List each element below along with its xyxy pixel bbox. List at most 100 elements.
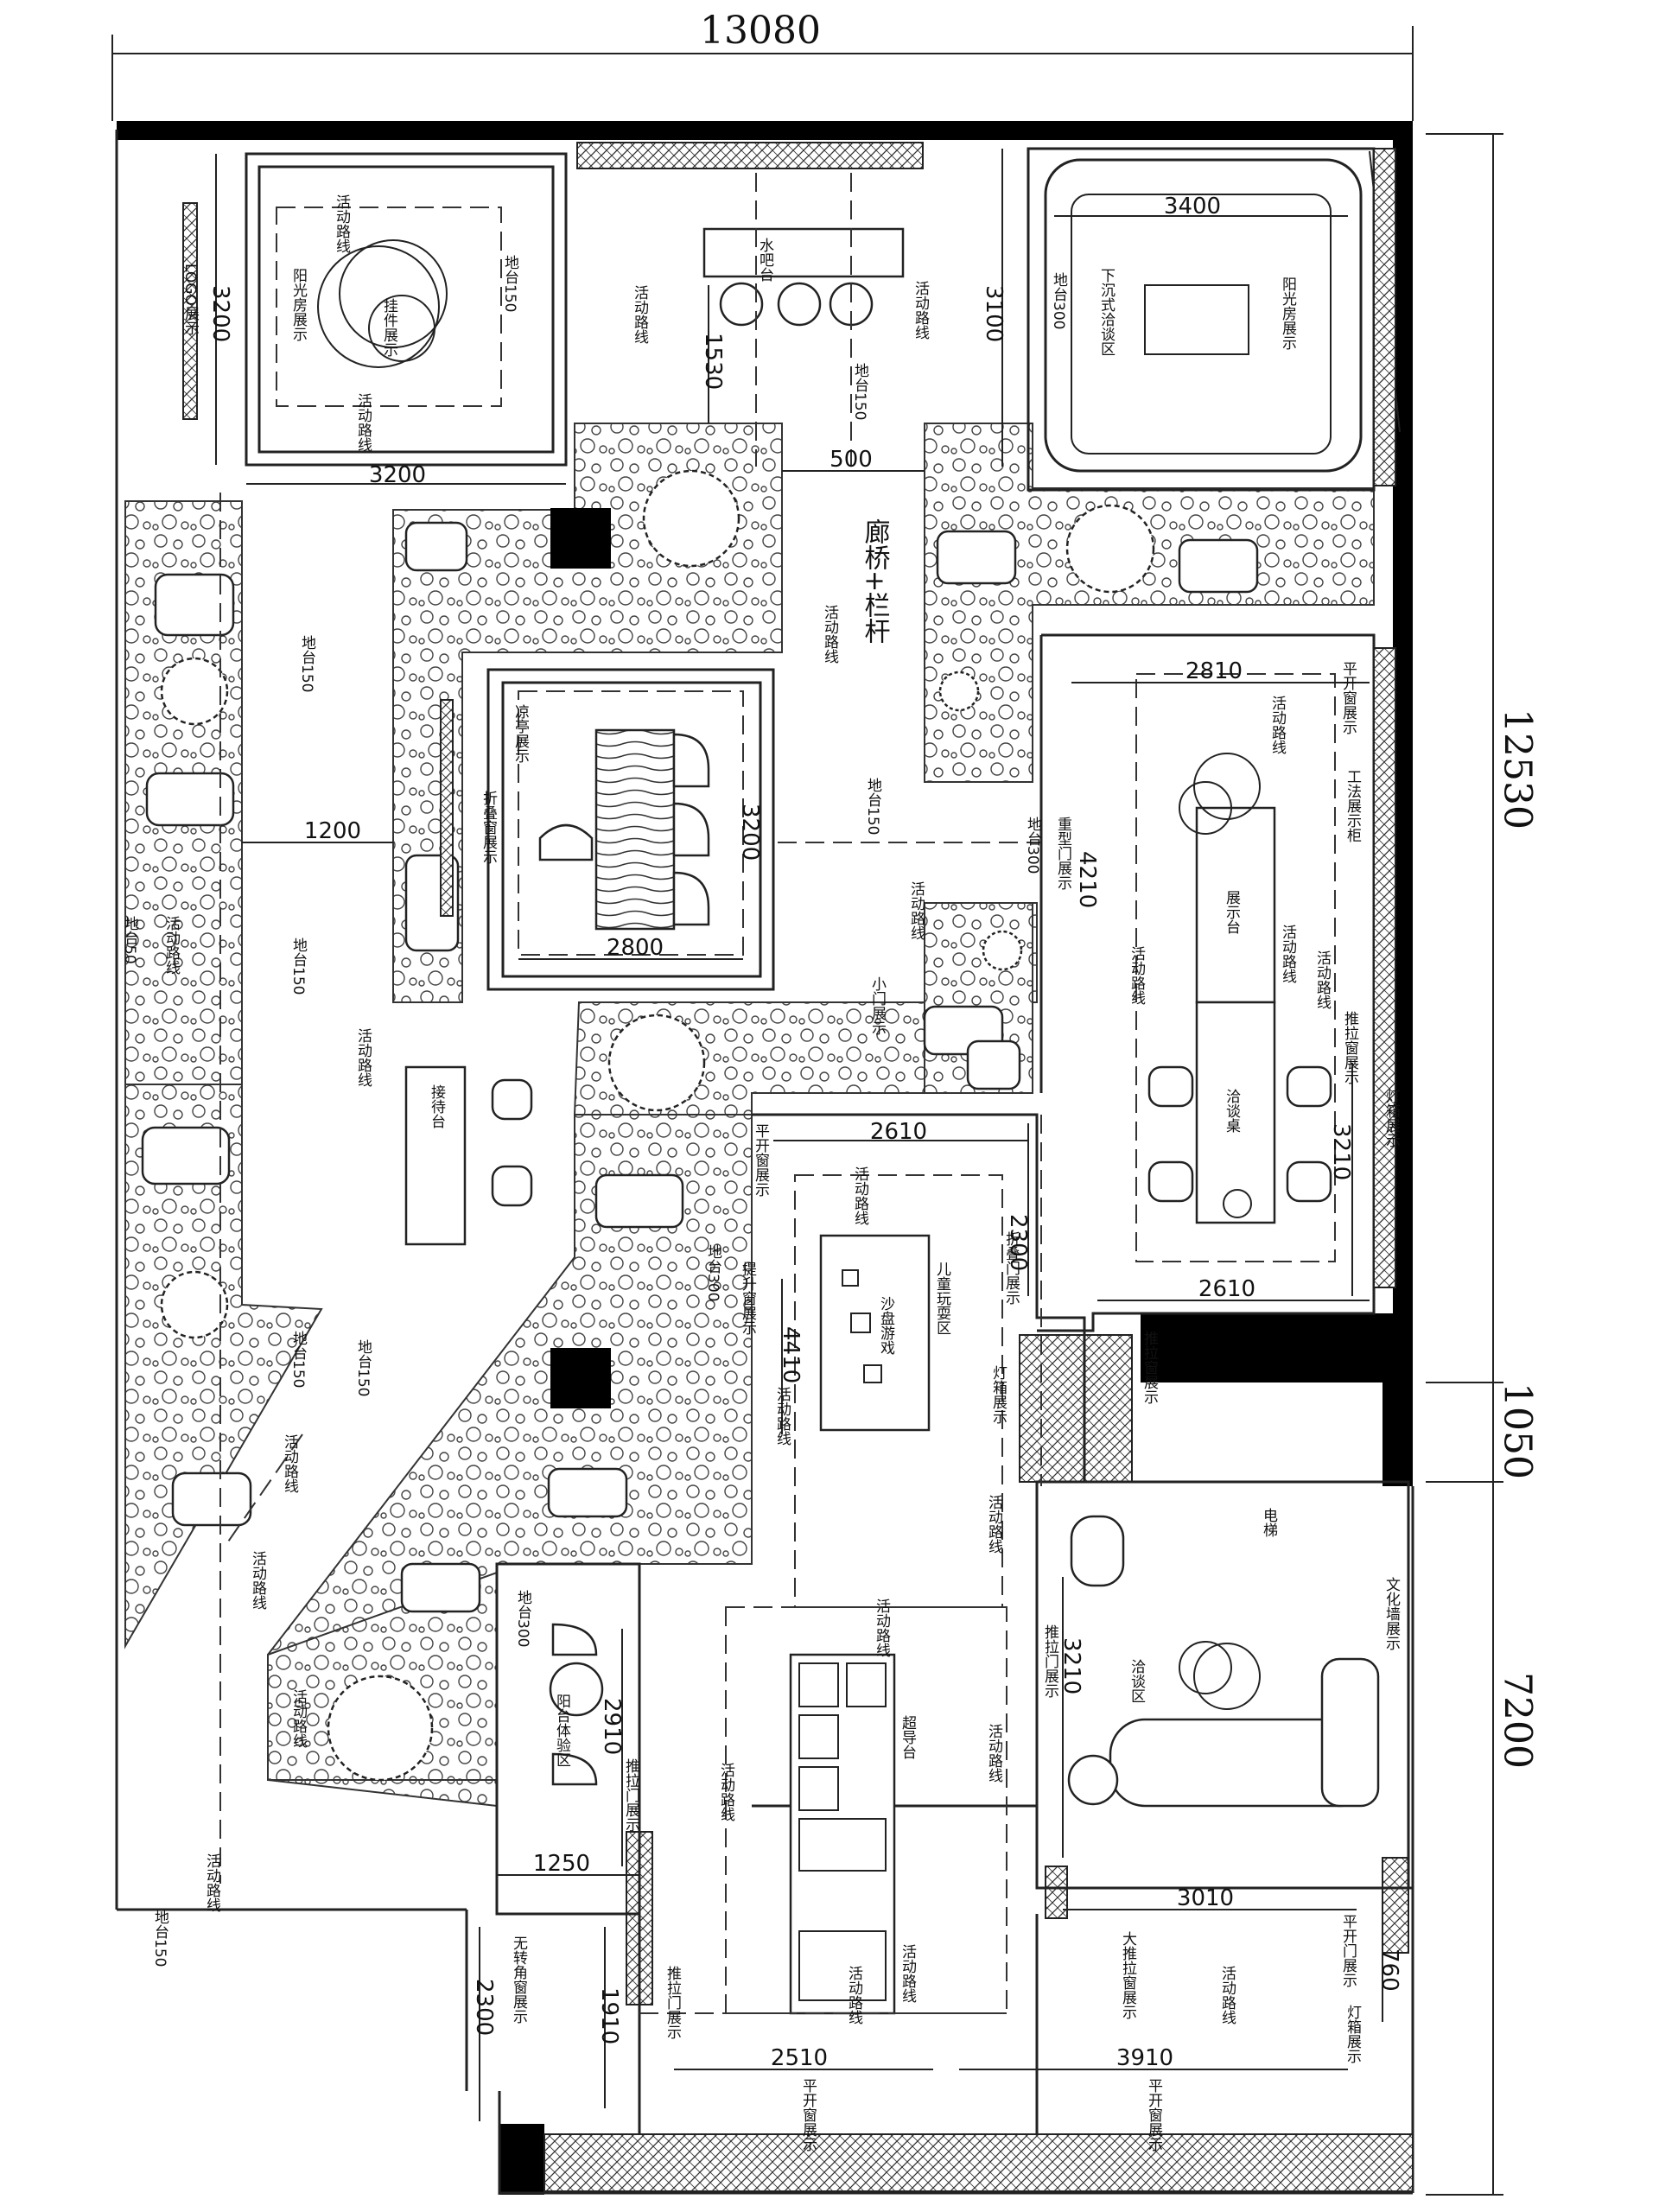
label-activity-path-p: 活动路线 — [985, 1495, 1003, 1554]
label-activity-path-g: 活动路线 — [907, 881, 925, 940]
label-activity-path-e: 活动路线 — [821, 605, 839, 664]
label-negotiation-table: 洽谈桌 — [1223, 1089, 1241, 1133]
label-ground-150-h: 地台150 — [151, 1910, 169, 1967]
label-ground-300-b: 地台300 — [1024, 817, 1042, 874]
label-activity-path-l: 活动路线 — [162, 916, 181, 975]
label-ground-300-c: 地台300 — [704, 1244, 722, 1301]
label-activity-path-m: 活动路线 — [249, 1551, 267, 1610]
label-talk-area: 洽谈区 — [1128, 1659, 1146, 1703]
label-activity-path-c: 活动路线 — [631, 285, 649, 344]
dim-1530: 1530 — [700, 333, 726, 390]
label-pendant-display: 挂件展示 — [380, 298, 398, 357]
label-activity-path-k: 活动路线 — [1313, 950, 1332, 1009]
dim-3200-c: 3200 — [737, 804, 763, 861]
dim-500: 500 — [830, 447, 873, 473]
label-activity-path-i: 活动路线 — [1279, 925, 1297, 983]
garden-right-top — [924, 423, 1375, 783]
label-heavy-door: 重型门展示 — [1054, 817, 1072, 890]
dim-3100: 3100 — [981, 285, 1007, 342]
label-borderless-window: 无转角窗展示 — [510, 1936, 528, 2024]
kids-play-area — [819, 1234, 931, 1432]
label-activity-path-q: 活动路线 — [281, 1434, 299, 1493]
label-activity-path-b: 活动路线 — [354, 393, 372, 452]
label-ground-150-c: 地台150 — [298, 635, 316, 692]
label-sandbox: 沙盘游戏 — [877, 1296, 895, 1355]
dim-760: 760 — [1376, 1948, 1402, 1992]
dim-2510: 2510 — [771, 2045, 828, 2071]
label-ground-150-f: 地台150 — [289, 1331, 308, 1388]
dim-2810: 2810 — [1185, 658, 1243, 684]
interior-dimension-lines — [215, 149, 1383, 2121]
dim-3010: 3010 — [1177, 1885, 1234, 1911]
dim-1200: 1200 — [304, 818, 361, 844]
dim-12530: 12530 — [1496, 709, 1540, 830]
label-ground-150-g: 地台150 — [354, 1339, 372, 1396]
label-culture-wall: 文化墙展示 — [1382, 1577, 1401, 1650]
right-dimensions: 12530 1050 7200 — [1426, 133, 1540, 2196]
water-bar — [702, 227, 905, 278]
label-sunroom-a: 阳光房展示 — [289, 268, 308, 341]
label-ground-150-d: 地台150 — [864, 778, 882, 835]
label-casement-window-b: 平开窗展示 — [752, 1123, 770, 1197]
label-light-box-c: 灯箱展示 — [1344, 2005, 1362, 2063]
label-folding-door: 折叠门展示 — [1002, 1231, 1020, 1305]
label-activity-path-o: 活动路线 — [773, 1387, 791, 1446]
label-light-box-b: 灯箱展示 — [989, 1365, 1007, 1424]
display-table — [1195, 806, 1276, 1004]
label-pavilion-display: 凉亭展示 — [512, 704, 530, 763]
shrubs — [160, 469, 1155, 1782]
gardens — [124, 423, 1375, 1808]
label-activity-path-s: 活动路线 — [289, 1689, 308, 1748]
label-ground-300-d: 地台300 — [514, 1590, 532, 1647]
label-light-box-a: 灯箱展示 — [1382, 1089, 1401, 1147]
super-guide-table — [789, 1653, 896, 2015]
label-sunroom-b: 阳光房展示 — [1279, 276, 1297, 350]
reception-desk — [404, 1065, 467, 1246]
label-activity-path-h: 活动路线 — [354, 1028, 372, 1087]
dim-2610-a: 2610 — [870, 1119, 927, 1145]
dimension-numbers: 3200 3200 3400 3100 1530 500 2810 4210 1… — [207, 194, 1402, 2071]
label-sliding-window-b: 推拉窗展示 — [1141, 1331, 1159, 1404]
label-activity-path-x: 活动路线 — [845, 1966, 863, 2024]
label-logo-display: LOGO展示 — [181, 264, 200, 335]
label-display-table: 展示台 — [1223, 890, 1241, 934]
label-ground-300-a: 地台300 — [1050, 272, 1068, 329]
dim-1050: 1050 — [1496, 1382, 1540, 1479]
label-activity-path-w: 活动路线 — [899, 1944, 917, 2003]
label-activity-path-y: 活动路线 — [1218, 1966, 1236, 2024]
label-ground-150-a: 地台150 — [501, 255, 519, 312]
dim-4210: 4210 — [1074, 851, 1100, 908]
label-corridor-bridge: 廊桥+栏杆 — [860, 518, 891, 645]
label-activity-path-r: 活动路线 — [873, 1599, 891, 1657]
dim-3200-a: 3200 — [369, 462, 426, 488]
dim-7200: 7200 — [1496, 1672, 1540, 1769]
dim-1910: 1910 — [596, 1987, 622, 2044]
label-activity-path-f: 活动路线 — [1268, 696, 1287, 754]
label-sliding-door-c: 推拉门展示 — [664, 1966, 682, 2039]
label-activity-path-a: 活动路线 — [333, 194, 351, 253]
label-activity-path-v: 活动路线 — [203, 1853, 221, 1912]
label-ground-150-e: 地台150 — [289, 938, 308, 995]
dim-2800: 2800 — [607, 935, 664, 961]
label-craft-cabinet: 工法展示柜 — [1344, 769, 1362, 842]
dim-4410: 4410 — [778, 1326, 804, 1383]
label-activity-path-d: 活动路线 — [912, 281, 930, 340]
dim-2300-a: 2300 — [1005, 1214, 1031, 1271]
label-sliding-door-b: 推拉门展示 — [622, 1758, 640, 1832]
label-sliding-window-a: 推拉窗展示 — [1341, 1011, 1359, 1084]
dim-2610-b: 2610 — [1198, 1276, 1255, 1302]
label-casement-window-d: 平开窗展示 — [1145, 2078, 1163, 2152]
label-small-door: 小门展示 — [868, 976, 887, 1035]
label-lift-window: 提升窗展示 — [739, 1262, 757, 1335]
label-ground-150-b: 地台150 — [851, 363, 869, 420]
top-dimension: 13080 — [111, 9, 1414, 121]
label-casement-window-a: 平开窗展示 — [1339, 661, 1357, 734]
label-flat-door: 平开门展示 — [1339, 1914, 1357, 1987]
label-activity-path-u: 活动路线 — [717, 1763, 735, 1821]
label-sliding-door-a: 推拉门展示 — [1041, 1624, 1059, 1698]
rooms — [182, 142, 1413, 2134]
label-kids-area: 儿童玩耍区 — [933, 1262, 951, 1335]
dim-3400: 3400 — [1164, 194, 1221, 219]
dim-3210-b: 3210 — [1058, 1637, 1084, 1694]
